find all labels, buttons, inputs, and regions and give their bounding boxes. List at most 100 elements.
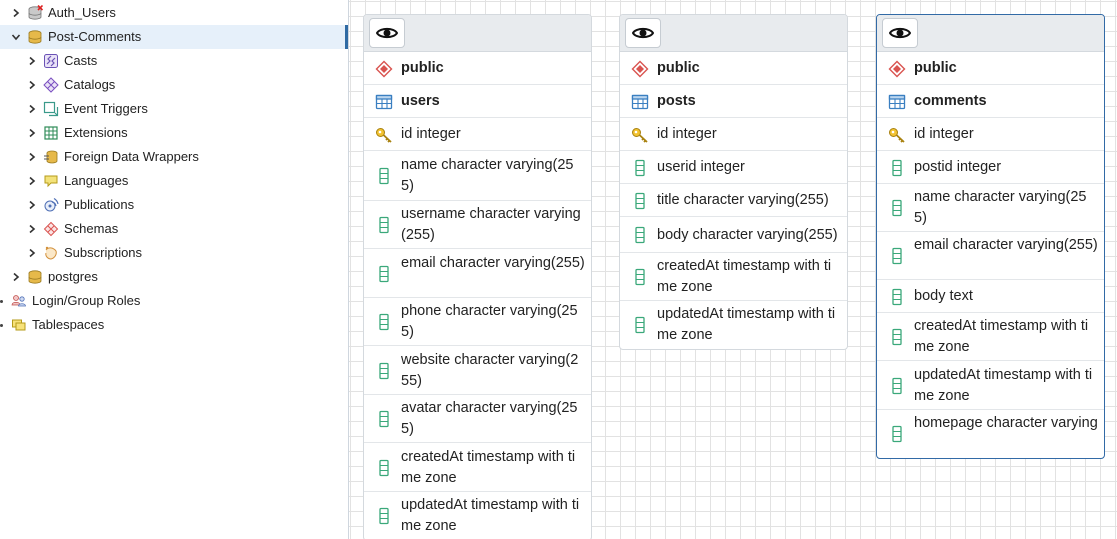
chevron-right-icon[interactable] [10,271,22,283]
key-icon [888,126,906,144]
show-details-button[interactable] [369,18,405,48]
key-icon [375,126,393,144]
column-row: title character varying(255) [620,184,847,217]
schema-name: public [620,52,847,85]
tree-item-login-group-roles[interactable]: Login/Group Roles [0,289,348,313]
database-icon [27,269,43,285]
tree-item-label: Extensions [64,125,128,140]
column-label: updatedAt timestamp with time zone [914,367,1093,404]
show-details-button[interactable] [625,18,661,48]
chevron-right-icon[interactable] [26,223,38,235]
tree-item-extensions[interactable]: Extensions [0,121,348,145]
column-label: email character varying(255) [401,255,585,271]
column-row: createdAt timestamp with time zone [620,253,847,301]
column-label: email character varying(255) [914,237,1098,253]
chevron-down-icon[interactable] [10,31,22,43]
tree-item-languages[interactable]: Languages [0,169,348,193]
tree-item-schemas[interactable]: Schemas [0,217,348,241]
erd-table-header[interactable] [620,15,847,52]
tree-item-label: Schemas [64,221,119,236]
tree-item-event-triggers[interactable]: Event Triggers [0,97,348,121]
column-label: body character varying(255) [657,227,838,243]
chevron-right-icon[interactable] [26,151,38,163]
column-label: website character varying(255) [401,352,579,389]
tree-item-label: Event Triggers [64,101,148,116]
catalogs-icon [43,77,59,93]
chevron-right-icon[interactable] [26,79,38,91]
column-row: updatedAt timestamp with time zone [620,301,847,349]
column-icon [375,362,393,380]
erd-table-header[interactable] [877,15,1104,52]
column-label: id integer [914,126,974,142]
chevron-right-icon[interactable] [26,127,38,139]
column-label: id integer [401,126,461,142]
table-name: posts [620,85,847,118]
chevron-right-icon[interactable] [26,199,38,211]
tree-item-label: Catalogs [64,77,116,92]
tree-connector-dot [0,300,3,303]
key-icon [631,126,649,144]
column-row: email character varying(255) [364,249,591,298]
tree-item-casts[interactable]: Casts [0,49,348,73]
column-label: title character varying(255) [657,192,829,208]
column-icon [375,167,393,185]
chevron-right-icon[interactable] [26,103,38,115]
erd-table-header[interactable] [364,15,591,52]
show-details-button[interactable] [882,18,918,48]
tree-connector-dot [0,324,3,327]
schema-icon [375,60,393,78]
table-icon [631,93,649,111]
schema-icon [631,60,649,78]
tree-item-catalogs[interactable]: Catalogs [0,73,348,97]
casts-icon [43,53,59,69]
column-label: name character varying(255) [914,189,1087,226]
column-icon [888,199,906,217]
tree-item-foreign-data-wrappers[interactable]: Foreign Data Wrappers [0,145,348,169]
tree-item-label: Tablespaces [32,317,105,332]
foreign-data-wrappers-icon [43,149,59,165]
login-group-roles-icon [11,293,27,309]
column-icon [631,316,649,334]
column-icon [631,268,649,286]
tree-item-label: Auth_Users [48,5,116,20]
table-name: comments [877,85,1104,118]
tree-item-publications[interactable]: Publications [0,193,348,217]
languages-icon [43,173,59,189]
column-label: createdAt timestamp with time zone [914,318,1089,355]
chevron-right-icon[interactable] [26,55,38,67]
tree-item-postgres[interactable]: postgres [0,265,348,289]
chevron-right-icon[interactable] [26,247,38,259]
tree-item-label: Subscriptions [64,245,143,260]
schemas-icon [43,221,59,237]
column-label: createdAt timestamp with time zone [657,258,832,295]
column-row: createdAt timestamp with time zone [877,313,1104,361]
tree-item-tablespaces[interactable]: Tablespaces [0,313,348,337]
subscriptions-icon [43,245,59,261]
column-icon [631,159,649,177]
column-label: body text [914,288,973,304]
database-icon [27,29,43,45]
column-icon [375,313,393,331]
column-label: createdAt timestamp with time zone [401,449,576,486]
column-row: name character varying(255) [877,184,1104,232]
column-icon [375,265,393,283]
schema-icon [888,60,906,78]
tree-item-auth-users[interactable]: Auth_Users [0,1,348,25]
column-icon [375,216,393,234]
tree-item-post-comments[interactable]: Post-Comments [0,25,348,49]
tree-item-label: Publications [64,197,135,212]
chevron-right-icon[interactable] [10,7,22,19]
tablespaces-icon [11,317,27,333]
table-name-label: posts [657,93,696,109]
extensions-icon [43,125,59,141]
table-name-label: comments [914,93,987,109]
chevron-right-icon[interactable] [26,175,38,187]
column-label: updatedAt timestamp with time zone [657,306,836,343]
column-icon [888,288,906,306]
tree-item-subscriptions[interactable]: Subscriptions [0,241,348,265]
